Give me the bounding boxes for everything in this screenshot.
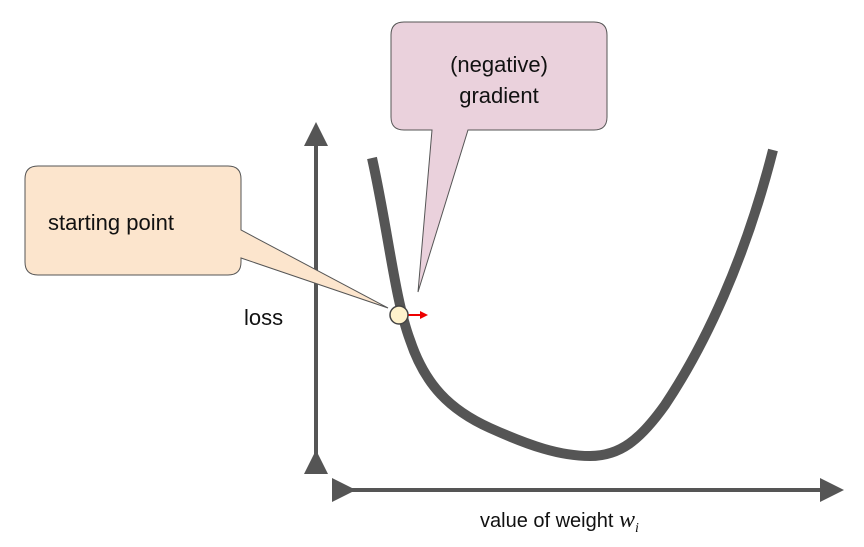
starting-point-marker [389,305,409,325]
gradient-callout: (negative) gradient [390,21,608,293]
x-axis-label: value of weight wi [480,507,639,536]
starting-point-label: starting point [48,210,174,235]
starting-point-callout: starting point [24,165,389,309]
gradient-label-line2: gradient [459,83,539,108]
gradient-label-line1: (negative) [450,52,548,77]
y-axis-label: loss [244,305,283,330]
